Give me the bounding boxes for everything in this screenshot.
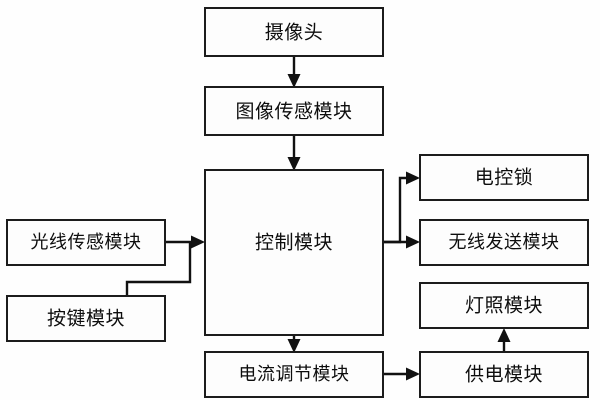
node-image-sensor[interactable]: 图像传感模块 xyxy=(204,86,384,136)
node-label-key-module: 按键模块 xyxy=(47,308,125,330)
node-label-electric-lock: 电控锁 xyxy=(475,167,534,189)
connector-light-sensor-to-control xyxy=(165,235,205,249)
connector-control-to-current-regulator xyxy=(287,335,301,353)
connector-key-module-to-control xyxy=(125,242,192,296)
node-label-wireless-transmitter: 无线发送模块 xyxy=(449,232,560,253)
node-power-supply[interactable]: 供电模块 xyxy=(419,351,589,398)
connector-camera-to-image-sensor xyxy=(287,56,301,88)
node-camera[interactable]: 摄像头 xyxy=(204,7,384,57)
node-lighting-module[interactable]: 灯照模块 xyxy=(419,282,589,329)
connector-control-to-wireless-tx xyxy=(383,235,420,249)
connector-control-to-electric-lock xyxy=(383,171,420,244)
node-label-image-sensor: 图像传感模块 xyxy=(235,101,352,123)
node-label-control-module: 控制模块 xyxy=(255,232,333,254)
node-label-power-supply: 供电模块 xyxy=(465,364,543,386)
connector-power-supply-to-lighting xyxy=(497,328,511,352)
node-key-module[interactable]: 按键模块 xyxy=(6,295,166,342)
node-control-module[interactable]: 控制模块 xyxy=(204,169,384,336)
node-label-light-sensor: 光线传感模块 xyxy=(31,232,142,253)
node-current-regulator[interactable]: 电流调节模块 xyxy=(204,351,384,398)
node-label-camera: 摄像头 xyxy=(265,22,324,44)
node-wireless-transmitter[interactable]: 无线发送模块 xyxy=(419,219,589,266)
node-electric-lock[interactable]: 电控锁 xyxy=(419,154,589,201)
node-label-lighting-module: 灯照模块 xyxy=(465,295,543,317)
node-light-sensor[interactable]: 光线传感模块 xyxy=(6,219,166,266)
connector-current-regulator-to-power-supply xyxy=(383,367,420,381)
connector-image-sensor-to-control xyxy=(287,135,301,171)
node-label-current-regulator: 电流调节模块 xyxy=(239,364,350,385)
